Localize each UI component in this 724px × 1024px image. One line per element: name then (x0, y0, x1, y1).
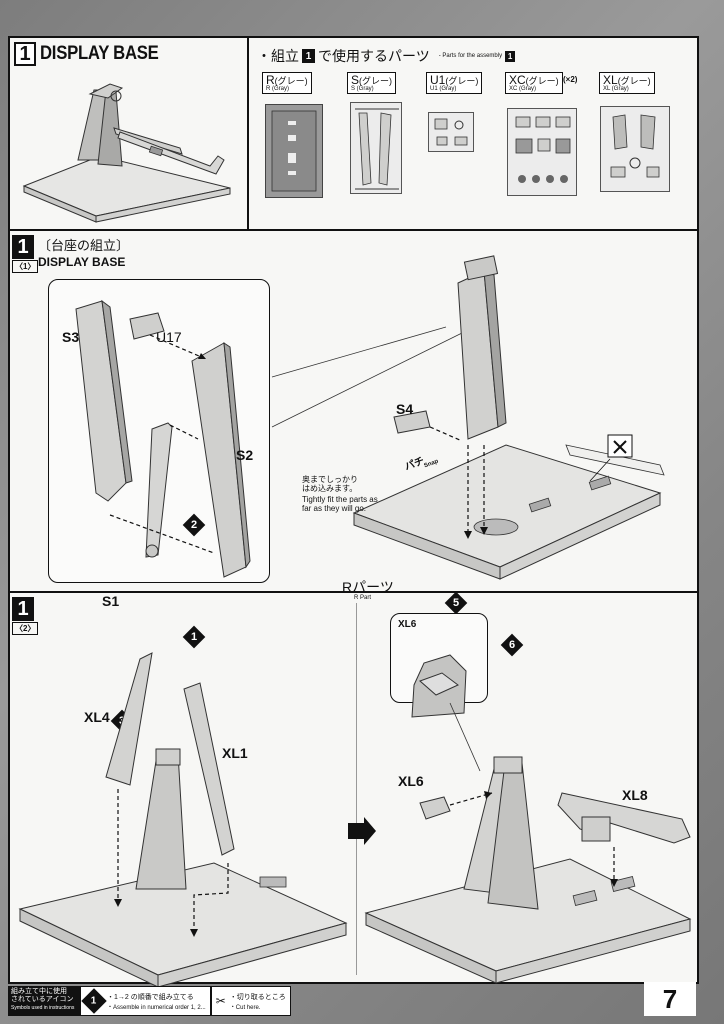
label-xl6: XL6 (398, 773, 424, 789)
note-jp: 奥までしっかり はめ込みます。 (302, 475, 358, 494)
runner-s-parts (355, 108, 399, 190)
parts-heading: ・組立 1 で使用するパーツ - Parts for the assembly … (257, 46, 516, 66)
section-1-step: 1 (12, 235, 34, 259)
part-xc-jp: (グレー) (525, 76, 559, 86)
part-xc-multiplier: (×2) (563, 75, 578, 84)
parts-heading-prefix: ・組立 (257, 48, 299, 64)
legend-head: 組み立て中に使用 されているアイコン Symbols used in instr… (8, 986, 80, 1016)
part-s-en: S (Gray) (351, 86, 374, 92)
part-label-s: S(グレー) S (Gray) (347, 72, 397, 94)
section-1-illustration (75, 255, 665, 580)
part-u1-en: U1 (Gray) (430, 86, 457, 92)
section-2-divider (356, 603, 357, 975)
legend-order-en: ・Assemble in numerical order 1, 2... (107, 1004, 206, 1011)
legend-cut: ✂ ・切り取るところ ・Cut here. (210, 986, 291, 1016)
section-2-tag: 1 〈2〉 (12, 597, 39, 635)
part-label-r: R(グレー) R (Gray) (262, 72, 312, 94)
part-r-code: R (266, 73, 275, 87)
icon-legend: 組み立て中に使用 されているアイコン Symbols used in instr… (8, 986, 291, 1016)
runner-xl-parts (610, 114, 660, 178)
label-xl4: XL4 (84, 709, 110, 725)
part-xl-code: XL (603, 73, 618, 87)
part-s-jp: (グレー) (359, 76, 393, 86)
runner-xc-parts (515, 116, 571, 183)
runner-u1-parts (434, 118, 468, 146)
legend-head-jp: 組み立て中に使用 されているアイコン (11, 988, 74, 1004)
label-u17: U17 (156, 329, 182, 345)
legend-head-en: Symbols used in instructions (11, 1004, 75, 1011)
page-title: DISPLAY BASE (40, 43, 159, 64)
section-1-panel: 1 〈1〉 〔台座の組立〕 DISPLAY BASE (10, 231, 697, 733)
instruction-sheet: 1 DISPLAY BASE ・組立 1 で使用するパーツ - Parts fo… (8, 36, 699, 988)
label-xl6-zoom: XL6 (398, 619, 417, 630)
label-s4: S4 (396, 401, 414, 417)
top-panel: 1 DISPLAY BASE ・組立 1 で使用するパーツ - Parts fo… (10, 38, 697, 231)
section-2-panel: 1 〈2〉 (10, 593, 697, 988)
parts-heading-step: 1 (302, 49, 315, 63)
parts-heading-english-step: 1 (505, 50, 516, 62)
part-xl-jp: (グレー) (617, 76, 651, 86)
part-label-u1: U1(グレー) U1 (Gray) (426, 72, 483, 94)
section-2-step: 1 (12, 597, 34, 621)
section-2-substep: 〈2〉 (12, 622, 39, 635)
section-2-illustration (18, 652, 692, 988)
nippers-icon: ✂ (215, 994, 226, 1008)
part-r-en: R (Gray) (266, 86, 289, 92)
note-en: Tightly fit the parts as far as they wil… (302, 495, 378, 514)
part-xl-en: XL (Gray) (603, 86, 629, 92)
section-1-title-en: DISPLAY BASE (38, 255, 126, 269)
order-marker-2-text: 2 (190, 519, 198, 531)
runner-u1 (428, 112, 474, 152)
label-xl8: XL8 (622, 787, 648, 803)
part-s-code: S (351, 73, 360, 87)
page-number: 7 (644, 982, 696, 1016)
part-xc-en: XC (Gray) (509, 86, 536, 92)
part-r-jp: (グレー) (274, 76, 308, 86)
runner-r-gates (271, 110, 317, 192)
section-1-tag: 1 〈1〉 (12, 235, 39, 273)
legend-cut-en: ・Cut here. (229, 1004, 261, 1011)
top-panel-divider (247, 38, 249, 231)
display-base-illustration (22, 83, 231, 223)
part-xc-code: XC (509, 73, 526, 87)
header: 1 DISPLAY BASE (14, 42, 175, 66)
runner-xc (507, 108, 577, 196)
label-s2: S2 (236, 447, 254, 463)
order-marker-2: 2 (182, 513, 206, 537)
section-1-title-jp: 〔台座の組立〕 (38, 238, 130, 253)
order-diamond-icon: 1 (81, 988, 107, 1014)
part-label-xl: XL(グレー) XL (Gray) (599, 72, 655, 94)
legend-cut-jp: ・切り取るところ (229, 993, 286, 1001)
runner-s (350, 102, 402, 194)
label-s1: S1 (102, 593, 120, 609)
label-r-part-en: R Part (354, 595, 372, 601)
legend-order: 1 ・1→2 の順番で組み立てる ・Assemble in numerical … (80, 986, 211, 1016)
parts-heading-suffix: で使用するパーツ (318, 48, 430, 64)
header-step-box: 1 (14, 42, 36, 66)
runner-r (265, 104, 323, 198)
part-u1-code: U1 (430, 73, 446, 87)
runner-xl (600, 106, 670, 192)
section-1-substep: 〈1〉 (12, 260, 39, 273)
label-r-part-jp: Rパーツ (342, 579, 394, 595)
label-s3: S3 (62, 329, 80, 345)
part-label-xc: XC(グレー) XC (Gray) (505, 72, 563, 94)
parts-heading-english: - Parts for the assembly (438, 53, 503, 59)
label-xl1: XL1 (222, 745, 248, 761)
part-u1-jp: (グレー) (445, 76, 479, 86)
legend-order-jp: ・1→2 の順番で組み立てる (107, 993, 194, 1001)
